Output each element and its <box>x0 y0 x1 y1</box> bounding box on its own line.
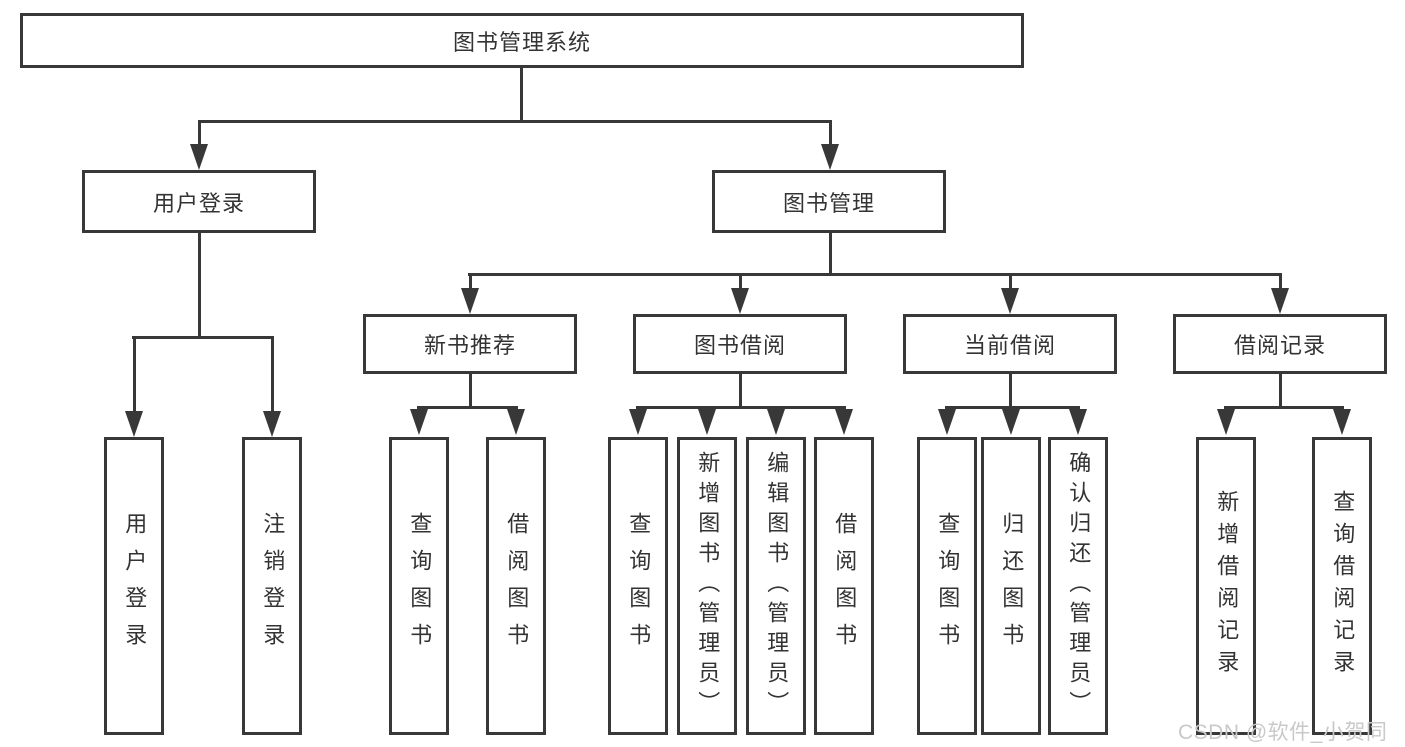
connector-line <box>520 68 523 122</box>
arrowhead-icon <box>1333 409 1351 435</box>
arrowhead-icon <box>507 409 525 435</box>
leaf-return-books-label: 归还图书 <box>999 512 1025 660</box>
leaf-query-borrow-record: 查询借阅记录 <box>1312 437 1372 735</box>
leaf-user-login: 用户登录 <box>104 437 164 735</box>
leaf-borrow-books-label: 借阅图书 <box>832 512 858 660</box>
connector-line <box>1279 273 1282 290</box>
arrowhead-icon <box>1217 409 1235 435</box>
leaf-add-books-admin: 新增图书（管理员） <box>677 437 737 735</box>
leaf-query-books-recommend-label: 查询图书 <box>407 512 433 660</box>
node-borrow-record: 借阅记录 <box>1173 314 1387 374</box>
leaf-query-borrow-record-label: 查询借阅记录 <box>1330 490 1356 682</box>
leaf-query-books-borrow-label: 查询图书 <box>626 512 652 660</box>
connector-line <box>1009 273 1012 290</box>
arrowhead-icon <box>1002 409 1020 435</box>
node-borrow-record-label: 借阅记录 <box>1233 333 1326 358</box>
connector-line <box>198 120 201 146</box>
arrowhead-icon <box>821 144 839 170</box>
node-current-borrow: 当前借阅 <box>903 314 1117 374</box>
connector-line <box>739 273 742 290</box>
leaf-query-books-borrow: 查询图书 <box>608 437 668 735</box>
arrowhead-icon <box>629 409 647 435</box>
node-user-login: 用户登录 <box>82 170 316 233</box>
connector-line <box>469 273 472 290</box>
leaf-return-books: 归还图书 <box>981 437 1041 735</box>
arrowhead-icon <box>1271 288 1289 314</box>
connector-line <box>417 406 518 409</box>
node-book-borrow-label: 图书借阅 <box>693 333 786 358</box>
csdn-watermark: CSDN @软件_小贺同学 <box>1178 721 1388 744</box>
connector-line <box>271 336 274 413</box>
connector-line <box>1009 372 1012 409</box>
connector-line <box>198 120 832 123</box>
node-new-book-recommend-label: 新书推荐 <box>423 333 516 358</box>
leaf-query-books-current-label: 查询图书 <box>935 512 961 660</box>
arrowhead-icon <box>263 411 281 437</box>
connector-line <box>829 120 832 146</box>
leaf-logout: 注销登录 <box>242 437 302 735</box>
node-book-management: 图书管理 <box>712 170 946 233</box>
leaf-query-books-current: 查询图书 <box>917 437 977 735</box>
leaf-confirm-return-admin-label: 确认归还（管理员） <box>1066 451 1092 721</box>
connector-line <box>739 372 742 409</box>
arrowhead-icon <box>461 288 479 314</box>
leaf-user-login-label: 用户登录 <box>122 512 148 660</box>
leaf-borrow-books-recommend: 借阅图书 <box>486 437 546 735</box>
node-new-book-recommend: 新书推荐 <box>363 314 577 374</box>
leaf-borrow-books-recommend-label: 借阅图书 <box>504 512 530 660</box>
connector-line <box>132 336 274 339</box>
connector-line <box>133 336 136 413</box>
leaf-edit-books-admin-label: 编辑图书（管理员） <box>764 451 790 721</box>
connector-line <box>945 406 1080 409</box>
leaf-add-books-admin-label: 新增图书（管理员） <box>695 451 721 721</box>
connector-line <box>829 232 832 276</box>
leaf-add-borrow-record-label: 新增借阅记录 <box>1214 490 1240 682</box>
leaf-query-books-recommend: 查询图书 <box>389 437 449 735</box>
leaf-logout-label: 注销登录 <box>260 512 286 660</box>
arrowhead-icon <box>1001 288 1019 314</box>
node-book-management-label: 图书管理 <box>782 190 875 216</box>
node-root: 图书管理系统 <box>20 13 1024 68</box>
arrowhead-icon <box>125 411 143 437</box>
arrowhead-icon <box>1069 409 1087 435</box>
connector-line <box>469 372 472 409</box>
arrowhead-icon <box>698 409 716 435</box>
arrowhead-icon <box>767 409 785 435</box>
leaf-borrow-books: 借阅图书 <box>814 437 874 735</box>
leaf-confirm-return-admin: 确认归还（管理员） <box>1048 437 1108 735</box>
connector-line <box>1224 406 1344 409</box>
node-user-login-label: 用户登录 <box>152 190 245 216</box>
connector-line <box>198 232 201 339</box>
leaf-edit-books-admin: 编辑图书（管理员） <box>746 437 806 735</box>
arrowhead-icon <box>938 409 956 435</box>
node-book-borrow: 图书借阅 <box>633 314 847 374</box>
arrowhead-icon <box>410 409 428 435</box>
connector-line <box>636 406 846 409</box>
arrowhead-icon <box>835 409 853 435</box>
node-root-label: 图书管理系统 <box>452 29 591 55</box>
connector-line <box>468 273 1282 276</box>
leaf-add-borrow-record: 新增借阅记录 <box>1196 437 1256 735</box>
connector-line <box>1279 372 1282 409</box>
arrowhead-icon <box>731 288 749 314</box>
node-current-borrow-label: 当前借阅 <box>963 333 1056 358</box>
arrowhead-icon <box>190 144 208 170</box>
